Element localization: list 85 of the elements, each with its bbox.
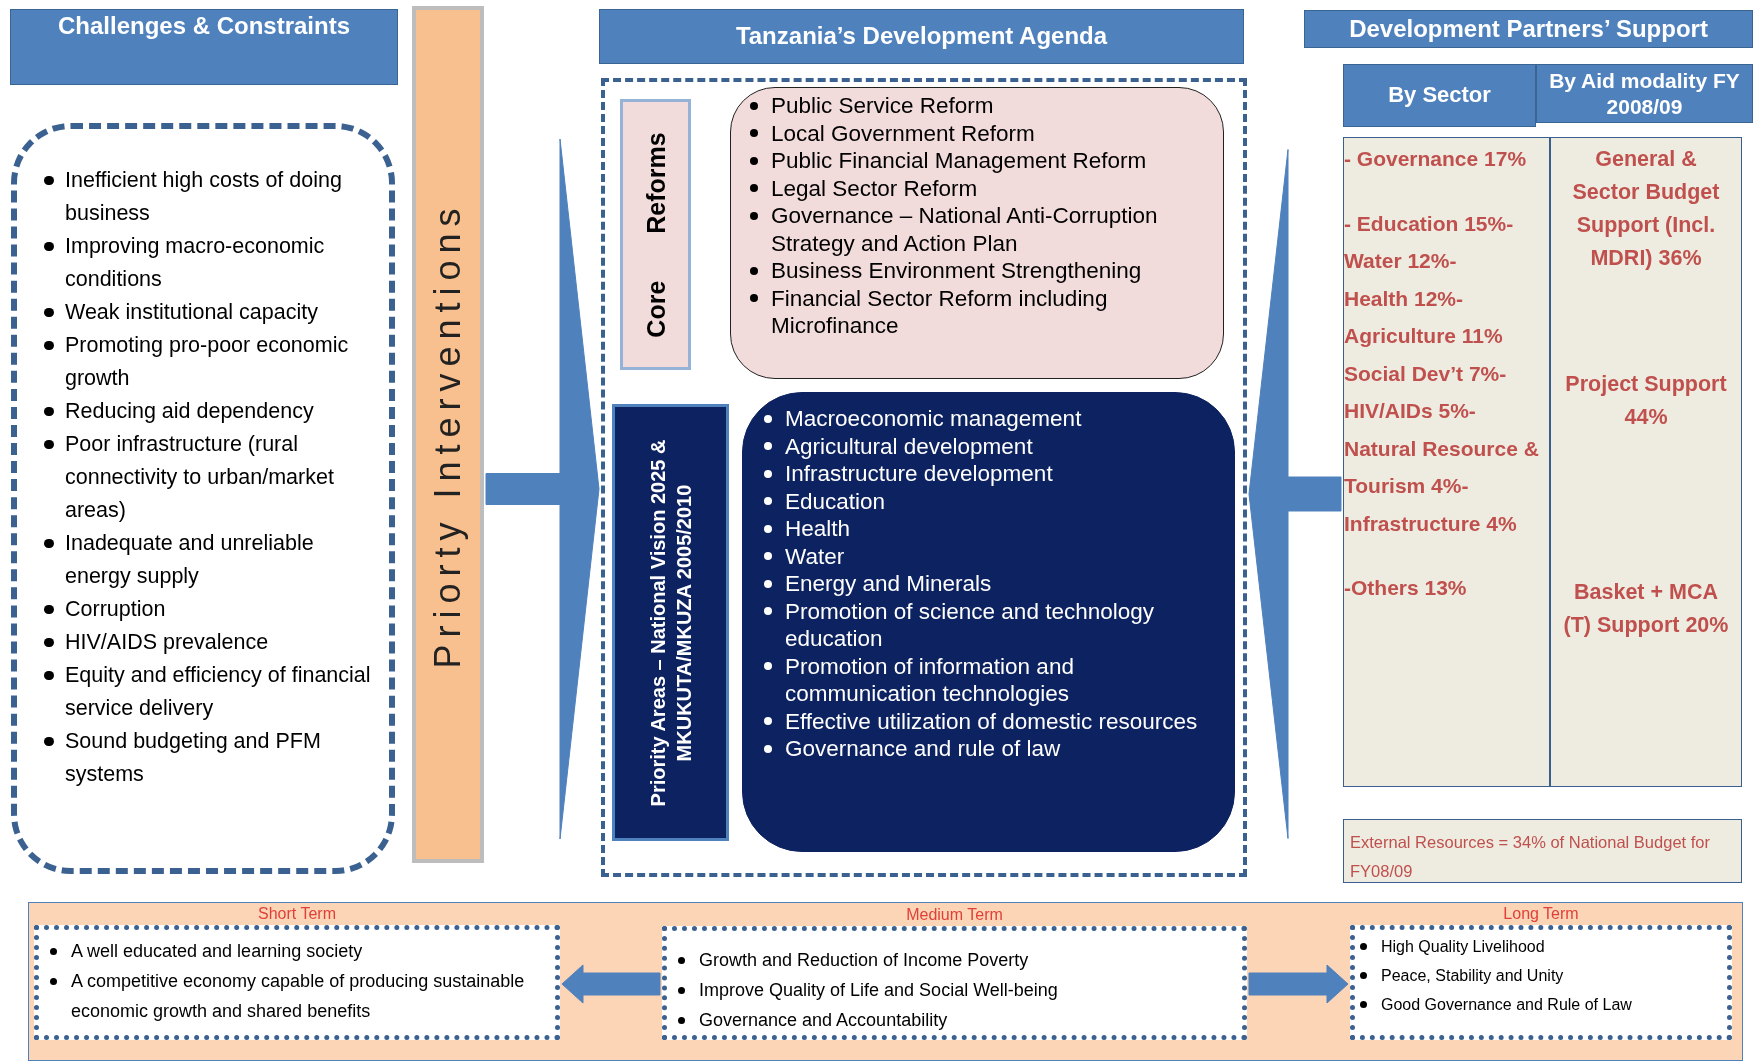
modality-share: Project Support 44% [1564,371,1728,431]
sector-share: - Governance 17% [1344,146,1528,172]
dotted-box [1350,925,1732,1040]
bullet-item: Governance – National Anti-Corruption Strategy and Action Plan [745,202,1215,257]
column-panel [1550,137,1742,787]
bullet-item: Energy and Minerals [759,570,1226,598]
heading: Tanzania’s Development Agenda [735,22,1108,51]
bullet-item: Inadequate and unreliable energy supply [39,527,375,593]
bullet-item: Improve Quality of Life and Social Well-being [673,975,1238,1005]
block-arrow [1248,149,1342,839]
column-header [1343,64,1536,127]
bullet-item: Good Governance and Rule of Law [1355,990,1723,1019]
bullet-item: Promoting pro-poor economic growth [39,329,375,395]
vertical-label: Priorty Interventions [425,199,469,671]
bullet-item: Public Service Reform [745,92,1215,120]
term-label: Short Term [258,905,336,923]
sector-share: Social Dev’t 7%- [1344,360,1508,387]
bullet-item: Water [759,542,1226,570]
bullet-item: Effective utilization of domestic resources [759,707,1226,735]
sector-share: -Others 13% [1344,575,1468,601]
bullet-item: Growth and Reduction of Income Poverty [673,945,1238,975]
bullet-item: Sound budgeting and PFM systems [39,725,375,791]
sector-share: Infrastructure 4% [1344,510,1518,537]
term-label: Long Term [1503,905,1579,923]
modality-share: Basket + MCA (T) Support 20% [1563,579,1729,639]
bullet-item: Macroeconomic management [759,405,1226,433]
bullet-item: Inefficient high costs of doing business [39,164,375,230]
label-box [612,404,729,841]
column-header [1536,64,1753,123]
heading: By Aid modality FY 2008/09 [1548,68,1741,119]
section-header [599,9,1244,64]
bullet-item: A competitive economy capable of producing sustainable economic growth and shared benefits [45,966,551,1026]
label-box [620,99,691,370]
bullet-item: Education [759,487,1226,515]
bullet-item: Agricultural development [759,432,1226,460]
sector-share: Natural Resource & Tourism 4%- [1344,435,1540,499]
dotted-box [34,925,560,1040]
column-panel [1343,137,1550,787]
bullet-item: HIV/AIDS prevalence [39,626,375,659]
bullet-item: Equity and efficiency of financial service delivery [39,659,375,725]
modality-share: General & Sector Budget Support (Incl. MDRI) 36% [1571,146,1721,272]
bullet-item: A well educated and learning society [45,936,551,966]
note-box [1343,819,1742,883]
bullet-item: Local Government Reform [745,119,1215,147]
bullet-item: Weak institutional capacity [39,296,375,329]
heading: Development Partners’ Support [1349,14,1708,44]
sector-share: - Education 15%- [1344,210,1515,237]
vertical-label: Priority Areas – National Vision 2025 & MKUKUTA/MKUZA 2005/2010 [645,438,696,808]
bullet-item: Governance and Accountability [673,1005,1238,1035]
note-text: External Resources = 34% of National Budget for FY08/09 [1350,832,1711,882]
vertical-label: Core Reforms [640,130,671,340]
section-header [1304,10,1753,48]
heading: By Sector [1388,82,1491,109]
bullet-item: Promotion of science and technology education [759,597,1226,653]
bullet-item: Improving macro-economic conditions [39,230,375,296]
bullet-item: Business Environment Strengthening [745,257,1215,285]
sector-share: Health 12%- [1344,285,1465,312]
bullet-item: Reducing aid dependency [39,395,375,428]
rounded-box [742,392,1235,852]
section-header [10,9,398,85]
block-arrow [485,138,600,840]
bullet-item: Promotion of information and communication technologies [759,652,1226,708]
block-arrow [1248,964,1349,1004]
band-background [28,902,1743,1061]
dashed-container [601,78,1247,877]
bullet-item: Corruption [39,593,375,626]
bullet-item: Governance and rule of law [759,735,1226,763]
heading: Challenges & Constraints [57,12,351,41]
bullet-item: Public Financial Management Reform [745,147,1215,175]
sector-share: HIV/AIDs 5%- [1344,398,1477,424]
bullet-item: Financial Sector Reform including Microfinance [745,284,1215,340]
dashed-rounded-box [11,123,395,874]
bullet-item: High Quality Livelihood [1355,932,1723,961]
rounded-box [730,87,1224,379]
bullet-item: Peace, Stability and Unity [1355,961,1723,990]
bullet-item: Legal Sector Reform [745,174,1215,202]
bullet-item: Health [759,515,1226,543]
sector-share: Agriculture 11% [1344,323,1504,349]
block-arrow [561,964,661,1004]
vertical-bar [412,6,484,863]
sector-share: Water 12%- [1344,248,1458,274]
term-label: Medium Term [906,906,1003,924]
dotted-box [662,926,1247,1040]
bullet-item: Infrastructure development [759,460,1226,488]
bullet-item: Poor infrastructure (rural connectivity to urban/market areas) [39,428,375,527]
